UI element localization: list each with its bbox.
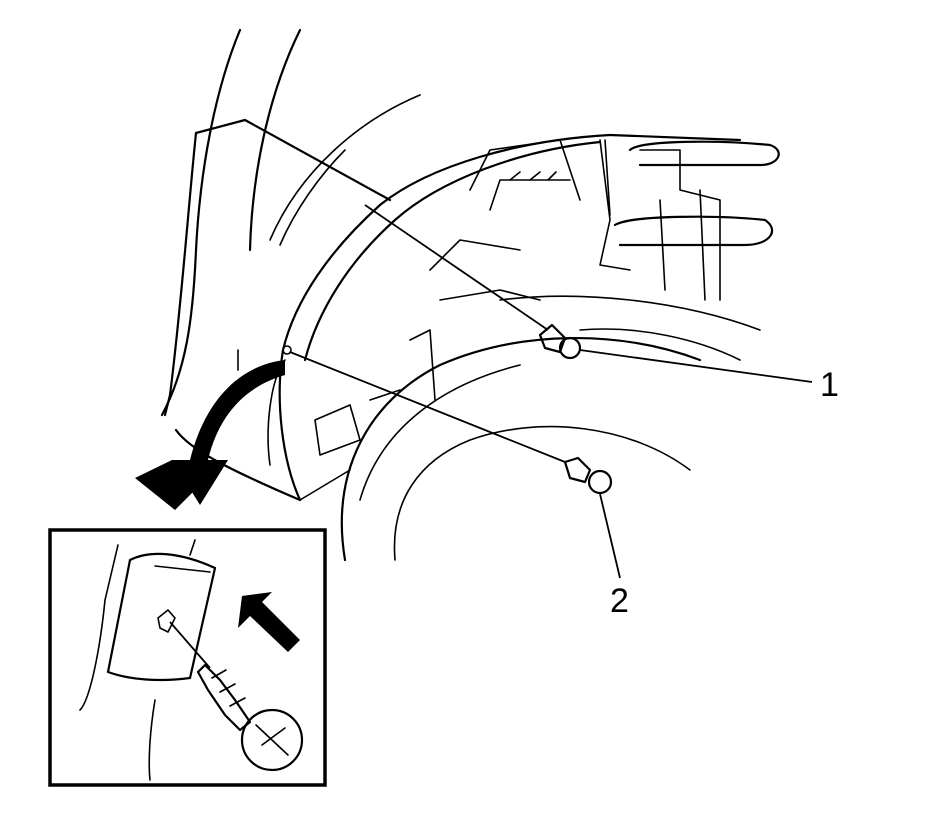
callout-2: 2: [610, 582, 629, 620]
callout-1: 1: [820, 366, 839, 404]
inner-structure: [314, 139, 780, 456]
fender-body: [160, 28, 421, 417]
retainer-1-guide-line: [364, 204, 549, 331]
retainer-1: 1: [364, 204, 839, 404]
clip-head-icon: [587, 469, 613, 495]
tire: [340, 295, 761, 562]
detail-inset: [48, 528, 327, 787]
curved-arrow-icon: [135, 360, 285, 510]
callout-2-leader: [599, 493, 621, 579]
retainer-2: 2: [282, 345, 629, 620]
inset-retainer-head-icon: [240, 708, 304, 772]
install-direction-arrow-icon: [238, 592, 300, 652]
retainer-2-hole: [282, 345, 292, 355]
retainer-2-guide-line: [289, 351, 566, 463]
clip-retainer-icon: [563, 456, 592, 484]
inset-liner-panel: [106, 552, 217, 682]
wheelhouse-liner: [174, 133, 742, 502]
inset-retainer-shaft: [196, 663, 252, 732]
push-pin-head-icon: [558, 336, 582, 360]
push-pin-retainer-icon: [538, 323, 567, 354]
callout-1-leader: [579, 349, 813, 383]
inset-frame: [48, 528, 327, 787]
